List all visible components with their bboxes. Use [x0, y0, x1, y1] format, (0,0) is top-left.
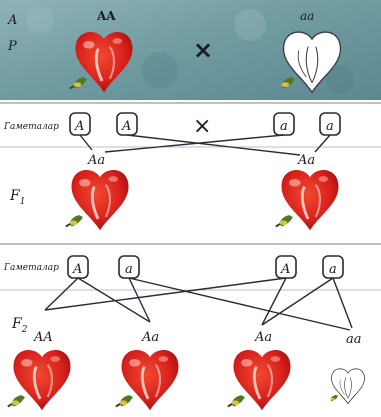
f2-label: F2 [11, 316, 28, 335]
gamete-1-allele-1: A [74, 119, 84, 134]
gamete-2-allele-2: a [125, 262, 133, 277]
parents-cross-symbol: × [193, 36, 213, 64]
gamete-2-allele-3: A [280, 262, 290, 277]
f2-genotype-4: aa [346, 332, 362, 347]
f1-red-flower-right [274, 168, 340, 232]
f1-red-flower-left [64, 168, 130, 232]
gamete-1-allele-2: A [121, 119, 131, 134]
f1-genotype-left: Aa [87, 153, 105, 168]
gametes-2-label: Гаметалар [3, 263, 59, 273]
gametes-cross-symbol: × [193, 114, 211, 139]
gamete-1-allele-3: a [280, 119, 288, 134]
line-g1-a3-left [104, 134, 285, 153]
f2-red-flower-1 [6, 348, 72, 412]
line-g1-a4-right [314, 134, 331, 153]
f1-genotype-right: Aa [297, 153, 315, 168]
f2-cross-lines [44, 277, 353, 331]
gamete-2-allele-1: A [72, 262, 82, 277]
gamete-1-allele-4: a [326, 119, 334, 134]
f2-red-flower-3 [226, 348, 292, 412]
parent-left-genotype: AA [96, 9, 116, 23]
f2-genotype-3: Aa [254, 330, 272, 345]
f2-genotype-1: AA [33, 330, 53, 345]
f2-white-flower [330, 368, 365, 405]
gametes-1-label: Гаметалар [3, 122, 59, 132]
f1-label: F1 [9, 188, 25, 207]
row-label-p: P [7, 39, 17, 54]
parent-right-genotype: aa [300, 9, 314, 23]
line-g1-a2-right [126, 134, 301, 156]
f2-red-flower-2 [114, 348, 180, 412]
banner-texture [26, 6, 354, 94]
row-label-a: A [7, 13, 17, 28]
gamete-2-allele-4: a [329, 262, 337, 277]
f2-genotype-2: Aa [141, 330, 159, 345]
line-g1-a1-left [79, 134, 93, 151]
